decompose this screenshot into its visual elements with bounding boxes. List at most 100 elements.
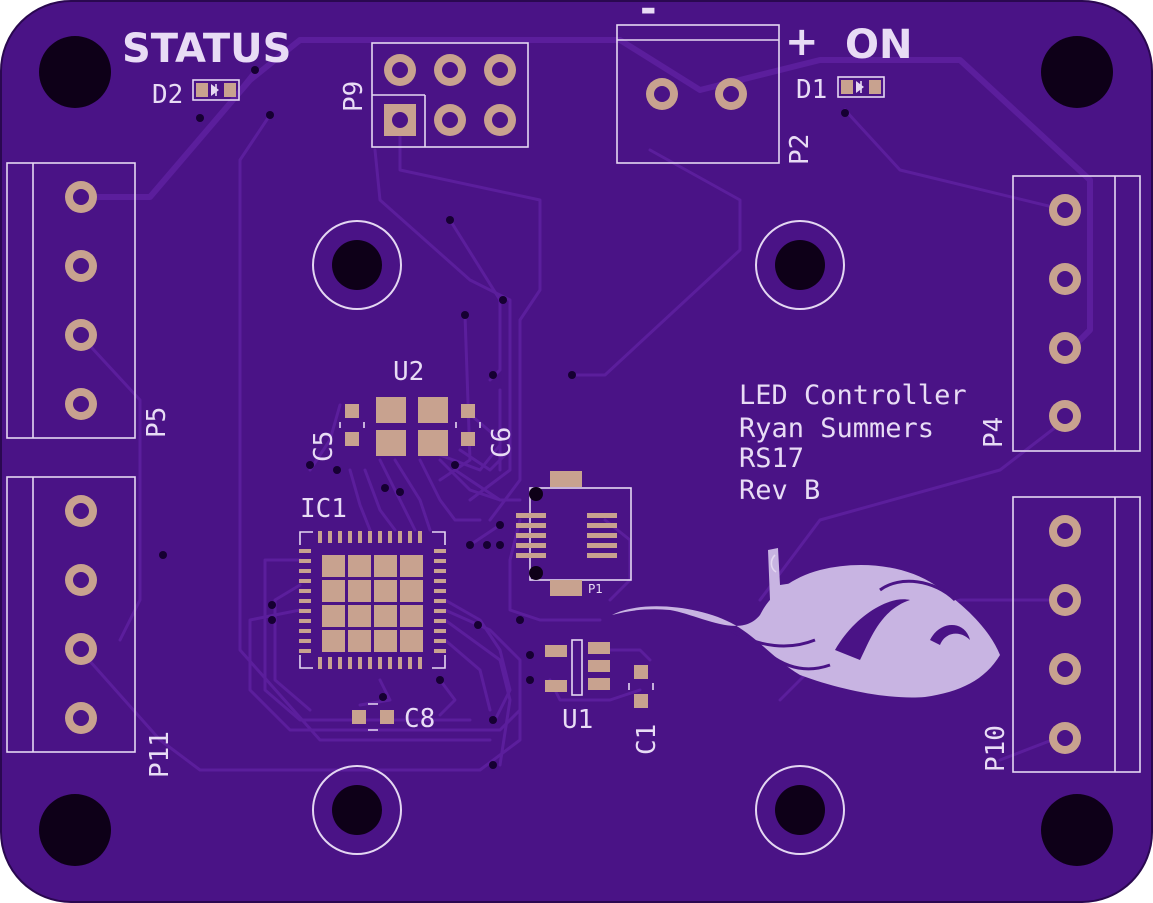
ref-d1: D1 <box>796 75 827 105</box>
ref-c1: C1 <box>632 724 662 755</box>
copper-pad <box>318 657 322 669</box>
regulator-u1 <box>545 639 610 696</box>
copper-pad <box>418 657 422 669</box>
copper-pad <box>299 559 311 563</box>
status-label: STATUS <box>122 26 291 72</box>
ref-u2: U2 <box>393 357 424 387</box>
copper-pad <box>400 555 423 577</box>
plus-label: + <box>785 19 819 65</box>
ref-c5: C5 <box>309 431 339 462</box>
copper-pad <box>398 531 402 543</box>
ref-p11: P11 <box>145 731 175 778</box>
ref-p4: P4 <box>979 417 1009 448</box>
copper-pad <box>434 579 446 583</box>
copper-pad <box>434 619 446 623</box>
note-line-1: LED Controller <box>739 380 967 411</box>
ref-p10: P10 <box>981 725 1011 772</box>
copper-pad <box>434 589 446 593</box>
copper-pad <box>368 657 372 669</box>
copper-pad <box>400 605 423 627</box>
note-line-3: RS17 <box>739 443 804 474</box>
copper-pad <box>434 569 446 573</box>
copper-pad <box>348 580 371 602</box>
copper-pad <box>299 579 311 583</box>
copper-pad <box>328 657 332 669</box>
copper-pad <box>374 605 397 627</box>
copper-pad <box>328 531 332 543</box>
led-d1 <box>837 76 885 98</box>
copper-pad <box>388 531 392 543</box>
note-line-4: Rev B <box>739 475 820 506</box>
copper-pad <box>348 657 352 669</box>
ref-d2: D2 <box>152 80 183 110</box>
copper-pad <box>400 630 423 652</box>
copper-pad <box>516 553 546 558</box>
note-line-2: Ryan Summers <box>739 413 934 444</box>
copper-pad <box>434 559 446 563</box>
copper-pad <box>318 531 322 543</box>
copper-pad <box>378 531 382 543</box>
board-notes: LED Controller Ryan Summers RS17 Rev B <box>739 380 967 506</box>
copper-pad <box>348 630 371 652</box>
connector-p5 <box>6 162 136 439</box>
copper-pad <box>338 531 342 543</box>
capacitor-c8 <box>352 703 394 731</box>
capacitor-c1 <box>628 665 654 708</box>
ref-p5: P5 <box>142 407 172 438</box>
copper-pad <box>322 630 345 652</box>
copper-pad <box>299 629 311 633</box>
copper-pad <box>299 619 311 623</box>
copper-pad <box>434 629 446 633</box>
copper-pad <box>418 531 422 543</box>
microcontroller-ic1 <box>299 531 446 669</box>
ref-c8: C8 <box>404 704 435 734</box>
mounting-hole-bottom-left <box>39 794 111 866</box>
mounting-hole-top-right <box>1041 36 1113 108</box>
copper-pad <box>408 531 412 543</box>
copper-pad <box>398 657 402 669</box>
copper-pad <box>299 589 311 593</box>
ref-u1: U1 <box>562 705 593 735</box>
power-connector-p2 <box>616 24 780 164</box>
standoff-hole-1 <box>332 240 382 290</box>
wave-submarine-logo <box>612 548 1000 698</box>
copper-pad <box>299 549 311 553</box>
copper-pad <box>516 513 546 518</box>
copper-pad <box>516 543 546 548</box>
standoff-hole-2 <box>775 240 825 290</box>
copper-pad <box>322 580 345 602</box>
copper-pad <box>587 553 617 558</box>
header-p9 <box>371 42 529 148</box>
copper-pad <box>299 599 311 603</box>
copper-pad <box>299 649 311 653</box>
copper-pad <box>587 523 617 528</box>
copper-pad <box>299 639 311 643</box>
copper-pad <box>516 533 546 538</box>
capacitor-c5 <box>339 404 365 446</box>
ref-ic1: IC1 <box>300 494 347 524</box>
mounting-hole-top-left <box>39 36 111 108</box>
copper-pad <box>374 555 397 577</box>
vias <box>159 66 849 769</box>
capacitor-c6 <box>455 404 481 446</box>
connector-p10 <box>1012 496 1141 773</box>
copper-pad <box>434 649 446 653</box>
copper-pad <box>434 599 446 603</box>
mounting-hole-bottom-right <box>1041 794 1113 866</box>
copper-pad <box>348 555 371 577</box>
copper-traces <box>77 37 1093 772</box>
copper-pad <box>322 555 345 577</box>
copper-pad <box>400 580 423 602</box>
copper-pad <box>408 657 412 669</box>
copper-pad <box>322 605 345 627</box>
copper-pad <box>374 580 397 602</box>
copper-pad <box>587 513 617 518</box>
copper-pad <box>358 657 362 669</box>
copper-pad <box>587 533 617 538</box>
copper-pad <box>368 531 372 543</box>
copper-pad <box>348 531 352 543</box>
mounting-holes <box>39 36 1113 866</box>
copper-pad <box>338 657 342 669</box>
regulator-u2 <box>376 397 448 456</box>
